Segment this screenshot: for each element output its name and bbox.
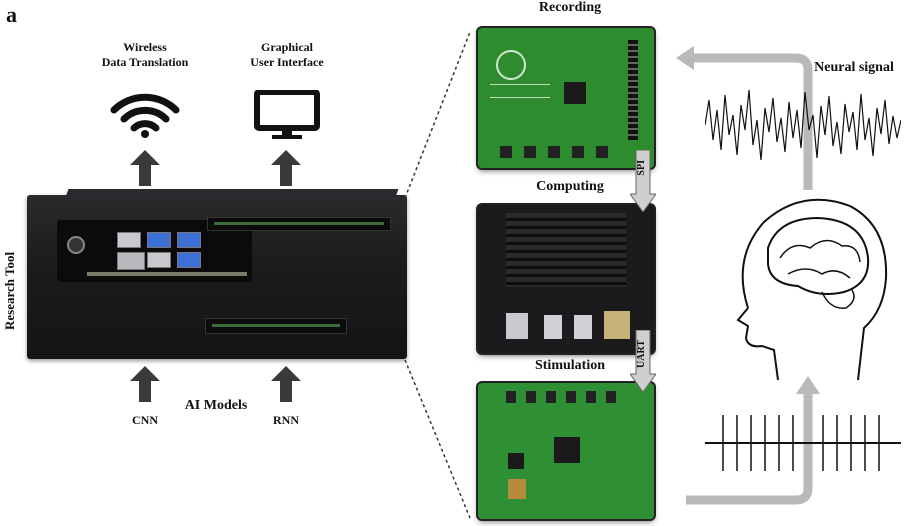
gui-label-line2: User Interface <box>250 55 324 69</box>
research-device <box>27 189 407 359</box>
usb-port <box>177 252 201 268</box>
wifi-icon <box>110 93 180 138</box>
heatsink <box>506 213 626 287</box>
rnn-label: RNN <box>273 413 299 427</box>
spi-arrow <box>630 150 656 212</box>
power-jack <box>604 311 630 339</box>
device-upper-slot <box>207 217 391 231</box>
panel-label: a <box>6 2 17 27</box>
neural-signal-label: Neural signal <box>814 60 894 75</box>
sd-slot <box>508 479 526 499</box>
device-lower-slot <box>205 318 347 334</box>
usb-port <box>147 232 171 248</box>
usb-port <box>574 315 592 339</box>
gui-label-line1: Graphical <box>260 40 313 54</box>
up-arrow-gui <box>271 150 301 186</box>
wireless-label: Wireless Data Translation <box>82 40 208 70</box>
power-jack <box>67 236 85 254</box>
usb-port <box>177 232 201 248</box>
board-logo <box>496 50 526 80</box>
board-edge <box>87 272 247 276</box>
connector-row <box>506 391 626 403</box>
uart-arrow <box>630 330 656 392</box>
device-port-window <box>57 220 252 282</box>
ai-models-label: AI Models <box>184 398 248 413</box>
slot-pcb-edge <box>212 324 340 327</box>
usb-port <box>544 315 562 339</box>
stimulation-board <box>478 383 654 519</box>
up-arrow-rnn <box>271 366 301 402</box>
slot-pcb-edge <box>214 222 384 225</box>
small-chip <box>508 453 524 469</box>
wireless-label-line1: Wireless <box>123 40 167 54</box>
up-arrow-cnn <box>130 366 160 402</box>
board-text <box>490 84 550 98</box>
monitor-icon <box>254 90 320 139</box>
recording-chip <box>564 82 586 104</box>
up-arrow-wifi <box>130 150 160 186</box>
head-brain-illustration <box>736 198 888 381</box>
cnn-label: CNN <box>132 413 158 427</box>
stimulation-pulse-train <box>705 415 901 471</box>
header-pins <box>628 40 638 140</box>
neural-signal-trace <box>705 89 901 161</box>
connector-row <box>500 146 620 158</box>
gui-label: Graphical User Interface <box>222 40 352 70</box>
computing-board <box>478 205 654 353</box>
ethernet-port <box>117 252 145 270</box>
mcu-chip <box>554 437 580 463</box>
usb-port <box>147 252 171 268</box>
usb-port <box>117 232 141 248</box>
ethernet-port <box>506 313 528 339</box>
wireless-label-line2: Data Translation <box>101 55 189 69</box>
stimulation-title: Stimulation <box>534 358 605 373</box>
recording-board <box>478 28 654 168</box>
computing-title: Computing <box>536 179 604 194</box>
recording-title: Recording <box>538 0 602 15</box>
